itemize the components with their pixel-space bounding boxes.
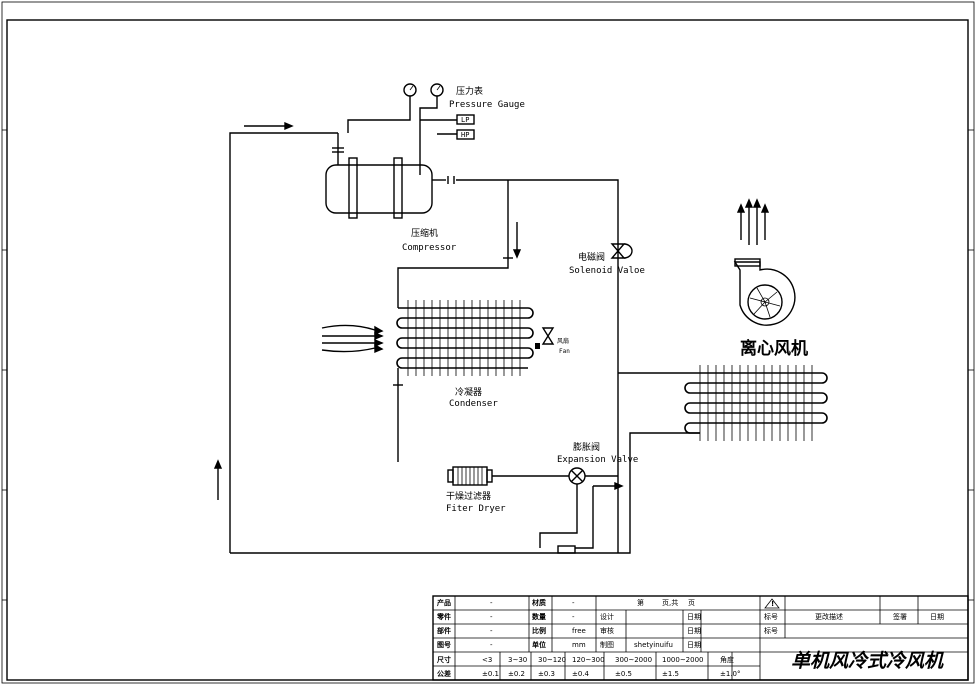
revision-header-cell: 标号	[764, 613, 778, 621]
title-block-cell: 比例	[532, 627, 546, 635]
compressor-label-cn: 压缩机	[411, 229, 439, 239]
dimension-header-cell: 尺寸	[437, 656, 451, 664]
dryer-label-cn: 干燥过滤器	[446, 492, 492, 502]
tolerance-cell: ±0.4	[572, 670, 589, 678]
tolerance-cell: ±0.3	[538, 670, 555, 678]
title-block-cell: 第	[637, 599, 644, 607]
compressor-label-en: Compressor	[402, 243, 457, 253]
revision-header-cell: 签署	[893, 613, 907, 621]
solenoid-valve	[610, 243, 633, 259]
return-line	[230, 432, 700, 554]
title-block-cell: -	[490, 627, 493, 635]
pressure-gauge-label-en: Pressure Gauge	[449, 100, 525, 110]
title-block-cell: free	[572, 627, 586, 635]
tolerance-cell: ±0.5	[615, 670, 632, 678]
dimension-header-cell: 1000~2000	[662, 656, 704, 664]
tolerance-cell: 公差	[437, 670, 451, 678]
revision-header-cell: 更改描述	[815, 613, 843, 621]
dimension-header-cell: <3	[482, 656, 493, 664]
condenser-coil	[393, 300, 534, 386]
expansion-label-cn: 膨胀阀	[573, 443, 601, 453]
tolerance-cell: ±1.5	[662, 670, 679, 678]
drawing-frame	[6, 19, 969, 681]
warning-symbol: !	[771, 600, 775, 608]
sensing-line-1	[539, 484, 578, 548]
pressure-gauges	[347, 83, 475, 175]
lp-label: LP	[461, 116, 470, 124]
blower-label: 离心风机	[740, 339, 808, 359]
dimension-header-cell: 300~2000	[615, 656, 653, 664]
frame-ticks	[2, 129, 974, 601]
title-block-cell: 审核	[600, 627, 614, 635]
tolerance-cell: ±0.1	[482, 670, 499, 678]
condenser-feed	[397, 258, 509, 308]
dimension-header-cell: 角度	[720, 656, 734, 664]
title-block-cell: 日期	[687, 641, 701, 649]
discharge-line	[456, 179, 619, 553]
dimension-header-cell: 30~120	[538, 656, 567, 664]
sensing-line-2	[575, 486, 594, 549]
filter-dryer	[447, 466, 493, 486]
revision-header-cell: 日期	[930, 613, 944, 621]
dimension-header-cell: 120~300	[572, 656, 605, 664]
condenser-label-en: Condenser	[449, 399, 498, 409]
title-block-cell: -	[572, 599, 575, 607]
centrifugal-blower	[733, 258, 796, 326]
title-block-cell: 页	[688, 599, 695, 607]
fan-label-en: Fan	[559, 348, 570, 355]
solenoid-label-en: Solenoid Valoe	[569, 266, 645, 276]
title-block-grid	[432, 595, 969, 681]
title-block-cell: 日期	[687, 627, 701, 635]
tolerance-cell: ±0.2	[508, 670, 525, 678]
title-block-cell: -	[490, 641, 493, 649]
title-block-cell: mm	[572, 641, 586, 649]
condenser-label-cn: 冷凝器	[455, 388, 483, 398]
suction-line	[229, 132, 338, 553]
title-block-cell: 页,共	[662, 599, 679, 607]
pressure-gauge-label-cn: 压力表	[456, 87, 484, 97]
title-block-cell: 设计	[600, 613, 614, 621]
tolerance-cell: ±1.0°	[720, 670, 741, 678]
expansion-label-en: Expansion Valve	[557, 455, 639, 465]
drawing-title: 单机风冷式冷风机	[791, 650, 944, 672]
air-arrows	[321, 324, 384, 354]
revision-row-cell: 标号	[764, 627, 778, 635]
fan-label-cn: 风扇	[557, 338, 570, 345]
title-block-cell: 单位	[532, 641, 546, 649]
title-block-cell: 日期	[687, 613, 701, 621]
flow-arrows	[213, 121, 624, 500]
expansion-valve	[568, 467, 586, 485]
title-block-cell: 材质	[532, 599, 546, 607]
title-block-cell: -	[490, 613, 493, 621]
solenoid-label-cn: 电磁阀	[578, 253, 606, 263]
title-block-cell: 部件	[437, 627, 451, 635]
title-block-cell: 制图	[600, 641, 614, 649]
title-block-cell: 图号	[437, 641, 451, 649]
title-block-cell: 产品	[437, 599, 451, 607]
compressor	[325, 133, 455, 219]
title-block-cell: shetyinuifu	[634, 641, 673, 649]
title-block-cell: -	[572, 613, 575, 621]
warning-triangle-icon	[764, 598, 780, 609]
dimension-header-cell: 3~30	[508, 656, 528, 664]
title-block-cell: 数量	[532, 613, 546, 621]
evaporator-coil	[684, 365, 828, 441]
fan-symbol	[535, 327, 555, 349]
hp-label: HP	[461, 131, 470, 139]
title-block-cell: -	[490, 599, 493, 607]
blower-exhaust-arrows	[736, 198, 770, 245]
title-block-cell: 零件	[437, 613, 451, 621]
dryer-label-en: Fiter Dryer	[446, 504, 506, 514]
